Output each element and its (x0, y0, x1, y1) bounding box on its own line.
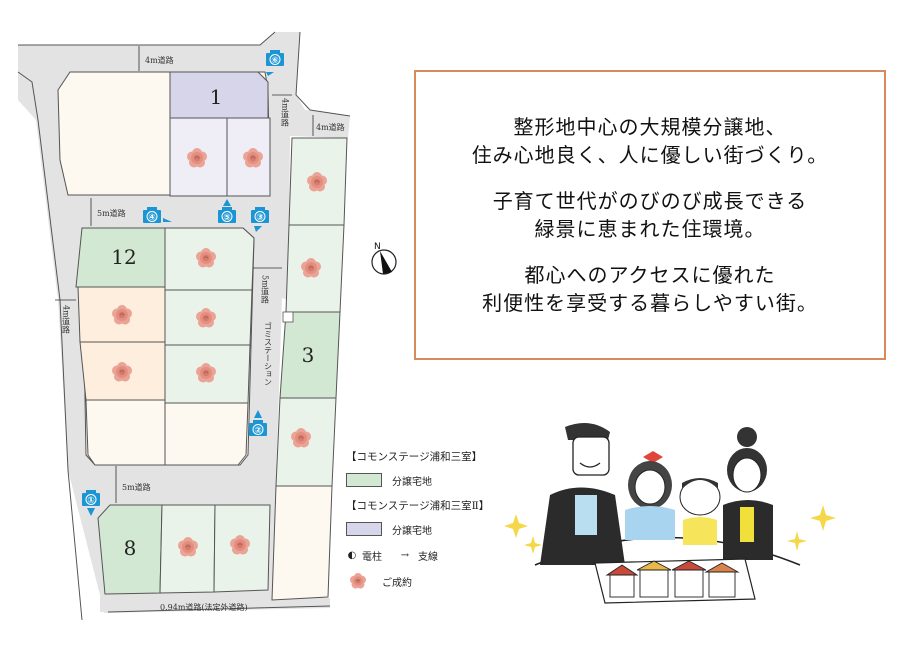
garbage-station-box (282, 311, 294, 323)
svg-text:①: ① (87, 496, 95, 506)
guy-wire-arrow-icon: → (400, 549, 410, 561)
lot-c-7[interactable] (164, 402, 249, 466)
road-label-center-vertical: 5m道路 (261, 275, 270, 304)
boy-figure (679, 478, 721, 545)
lot-8-number: 8 (124, 536, 137, 560)
lot-1[interactable] (169, 71, 269, 119)
mother-figure (723, 427, 773, 560)
svg-text:⑥: ⑥ (271, 56, 279, 66)
dimension-arrows (55, 46, 314, 503)
father-figure (540, 423, 625, 565)
lot-1-number: 1 (210, 85, 223, 109)
map-legend: 【コモンステージ浦和三室】 分譲宅地 【コモンステージ浦和三室Ⅱ】 分譲宅地 ◐… (346, 445, 516, 599)
lot-c-6[interactable] (85, 399, 166, 466)
road-label-right-upper: 4m道路 (316, 122, 345, 132)
sold-rose-icon (349, 573, 367, 589)
camera-4-icon[interactable]: ④ (142, 206, 172, 224)
north-compass-icon: N (371, 242, 397, 275)
girl-figure (625, 451, 675, 540)
catchcopy-paragraph-3: 都心へのアクセスに優れた 利便性を享受する暮らしやすい街。 (482, 261, 818, 317)
road-label-middle: 5m道路 (97, 208, 126, 218)
legend-label: 分譲宅地 (392, 525, 432, 537)
catchcopy-box: 整形地中心の大規模分譲地、 住み心地良く、人に優しい街づくり。 子育て世代がのび… (414, 70, 886, 360)
catchcopy-line: 住み心地良く、人に優しい街づくり。 (471, 143, 829, 167)
legend-swatch-green (346, 473, 382, 487)
legend-label: 支線 (418, 551, 438, 563)
catchcopy-line: 緑景に恵まれた住環境。 (534, 217, 766, 241)
utility-pole-icon: ◐ (347, 549, 357, 561)
block-center: 12 (75, 227, 255, 466)
legend-label: ご成約 (382, 577, 412, 589)
camera-3-icon[interactable]: ③ (250, 206, 270, 232)
svg-text:⑤: ⑤ (223, 213, 231, 223)
garbage-station-label: ゴミステーション (264, 321, 273, 386)
road-label-bottom-middle: 5m道路 (122, 482, 151, 492)
catchcopy-paragraph-1: 整形地中心の大規模分譲地、 住み心地良く、人に優しい街づくり。 (472, 113, 829, 169)
legend-row-symbols: ◐ 電柱 → 支線 (346, 547, 516, 563)
legend-group2-title: 【コモンステージ浦和三室Ⅱ】 (346, 500, 490, 512)
svg-text:N: N (374, 242, 381, 252)
road-label-top-right-vertical: 4m道路 (281, 98, 290, 127)
svg-text:②: ② (254, 426, 262, 436)
camera-1-icon[interactable]: ① (81, 489, 101, 516)
catchcopy-paragraph-2: 子育て世代がのびのび成長できる 緑景に恵まれた住環境。 (493, 187, 808, 243)
legend-row-green: 分譲宅地 (346, 472, 516, 488)
catchcopy-line: 利便性を享受する暮らしやすい街。 (482, 291, 818, 315)
lot-e-5[interactable] (271, 485, 333, 601)
catchcopy-line: 整形地中心の大規模分譲地、 (513, 115, 787, 139)
road-label-top: 4m道路 (145, 55, 174, 65)
town-model (594, 558, 756, 604)
road-label-bottom: 0.94m道路(法定外道路) (160, 602, 248, 612)
legend-swatch-purple (346, 522, 382, 536)
legend-label: 電柱 (362, 551, 382, 563)
road-label-left-vertical: 4m道路 (62, 305, 71, 334)
lot-8[interactable] (97, 504, 163, 595)
legend-row-sold: ご成約 (346, 573, 516, 589)
lot-3-number: 3 (302, 343, 315, 367)
sparkle-icon (504, 505, 836, 554)
block-north: 1 (57, 71, 271, 197)
catchcopy-line: 都心へのアクセスに優れた (524, 263, 776, 287)
camera-6-icon[interactable]: ⑥ (265, 49, 285, 76)
block-south: 8 (97, 504, 271, 595)
lot-12-number: 12 (111, 245, 136, 269)
camera-5-icon[interactable]: ⑤ (217, 199, 237, 224)
camera-2-icon[interactable]: ② (248, 410, 268, 437)
block-east: 3 (271, 137, 348, 601)
legend-row-purple: 分譲宅地 (346, 521, 516, 537)
catchcopy-line: 子育て世代がのびのび成長できる (492, 189, 808, 213)
legend-group1-title: 【コモンステージ浦和三室】 (346, 451, 483, 463)
legend-label: 分譲宅地 (392, 476, 432, 488)
svg-text:③: ③ (256, 213, 264, 223)
family-illustration (504, 423, 836, 604)
svg-text:④: ④ (148, 213, 156, 223)
